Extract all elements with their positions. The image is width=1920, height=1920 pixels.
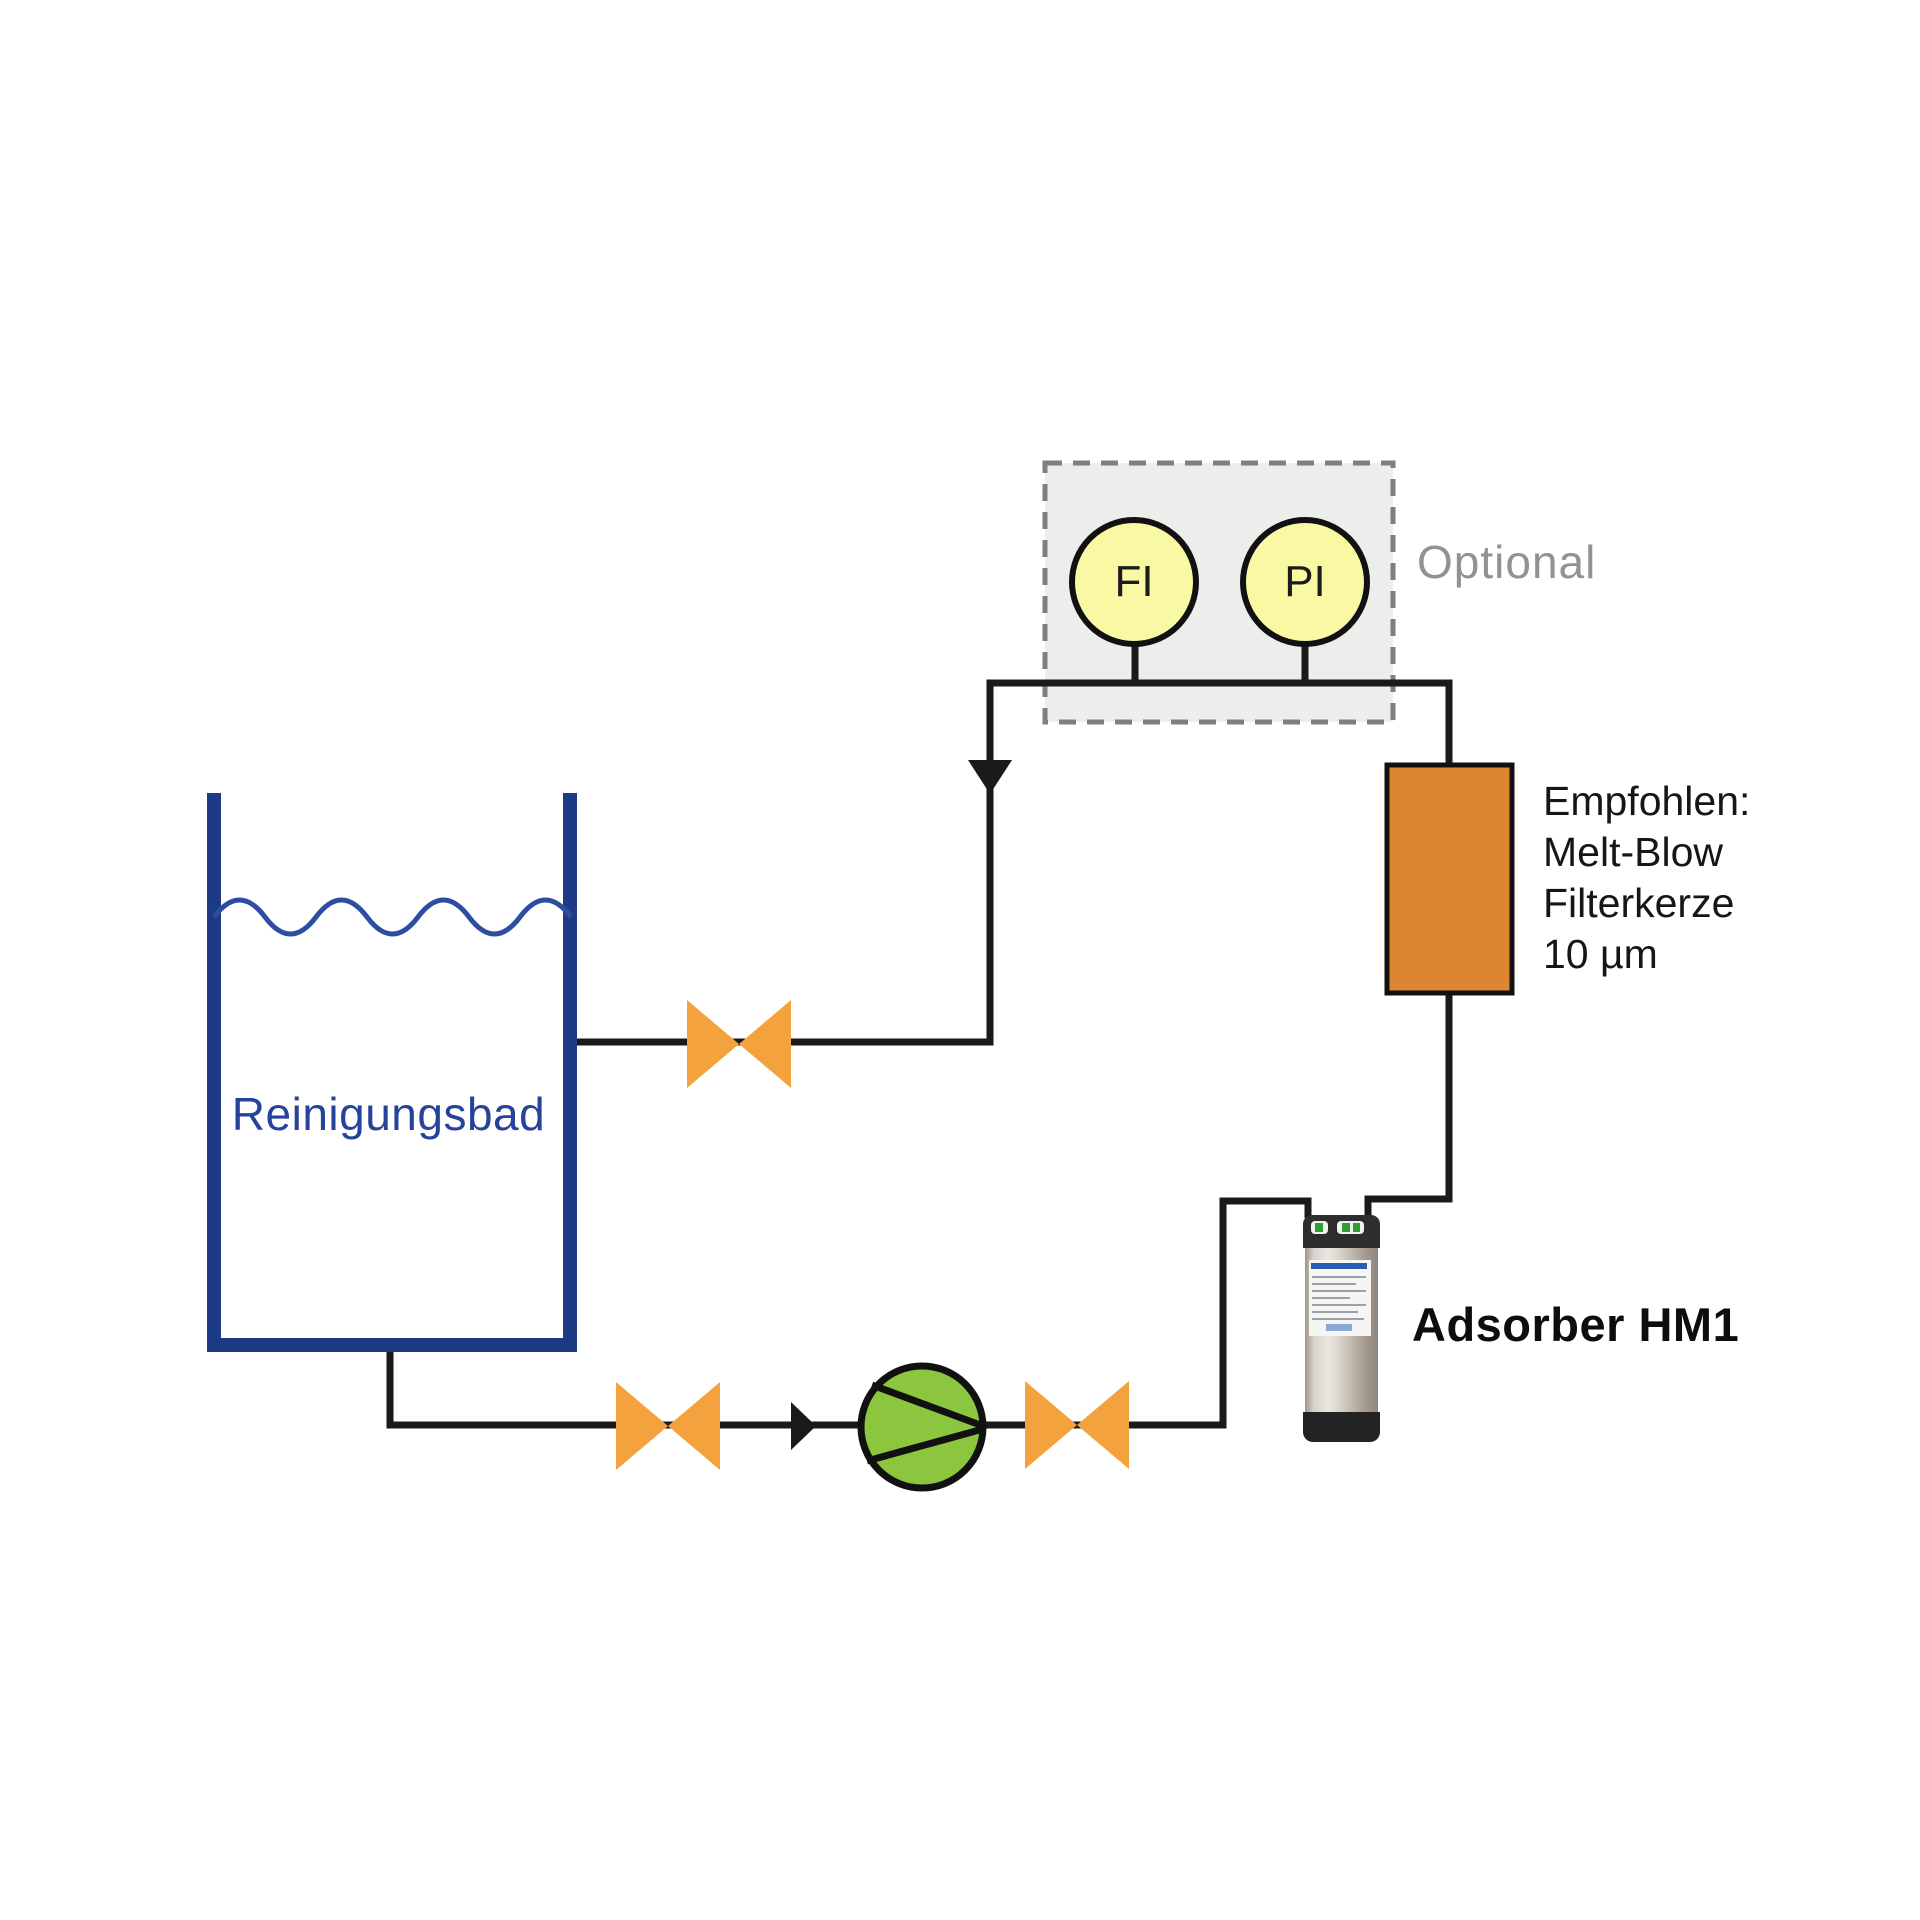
flow-arrow-right-icon (791, 1402, 816, 1450)
tank-liquid-wave (212, 897, 573, 937)
adsorber-label-footer (1326, 1324, 1352, 1331)
adsorber-canister-image (1303, 1215, 1380, 1442)
valve-return-line-icon (687, 1000, 791, 1088)
fi-instrument-label: FI (1114, 557, 1154, 606)
adsorber-label-finetext (1312, 1276, 1366, 1320)
tank-outline (207, 793, 577, 1352)
pipe-adsorber-to-filter (1364, 990, 1453, 1218)
adsorber-bottom-cap-top (1303, 1412, 1380, 1426)
pump-icon (857, 1362, 987, 1492)
valve-group (616, 1000, 1129, 1470)
valve-tank-outlet-icon (616, 1382, 720, 1470)
adsorber-brand-bar (1311, 1263, 1367, 1269)
pipe-network (386, 638, 1453, 1429)
tank-icon (207, 793, 577, 1352)
adsorber-port-fitting (1315, 1223, 1323, 1232)
adsorber-port-fitting (1342, 1223, 1350, 1232)
valve-pump-outlet-icon (1025, 1381, 1129, 1469)
filter-note-line: Empfohlen: (1543, 778, 1751, 824)
adsorber-port-fitting (1353, 1223, 1360, 1232)
filter-note-line: Filterkerze (1543, 880, 1735, 926)
pi-instrument-icon (1240, 517, 1370, 647)
pipe-filter-return-to-tank (577, 679, 1453, 1046)
adsorber-label: Adsorber HM1 (1412, 1298, 1740, 1351)
optional-group-label: Optional (1417, 536, 1597, 588)
filter-note-line: Melt-Blow (1543, 829, 1723, 875)
filter-note-line: 10 µm (1543, 931, 1658, 977)
filter-icon (1384, 762, 1515, 996)
filter-note: Empfohlen: Melt-Blow Filterkerze 10 µm (1543, 776, 1750, 980)
adsorber-top-cap-base (1303, 1238, 1380, 1248)
pipe-tank-to-adsorber (386, 1197, 1312, 1429)
fi-instrument-icon (1069, 517, 1199, 647)
flow-arrow-down-icon (968, 760, 1012, 794)
pi-instrument-label: PI (1284, 557, 1326, 606)
tank-label: Reinigungsbad (231, 1088, 546, 1140)
